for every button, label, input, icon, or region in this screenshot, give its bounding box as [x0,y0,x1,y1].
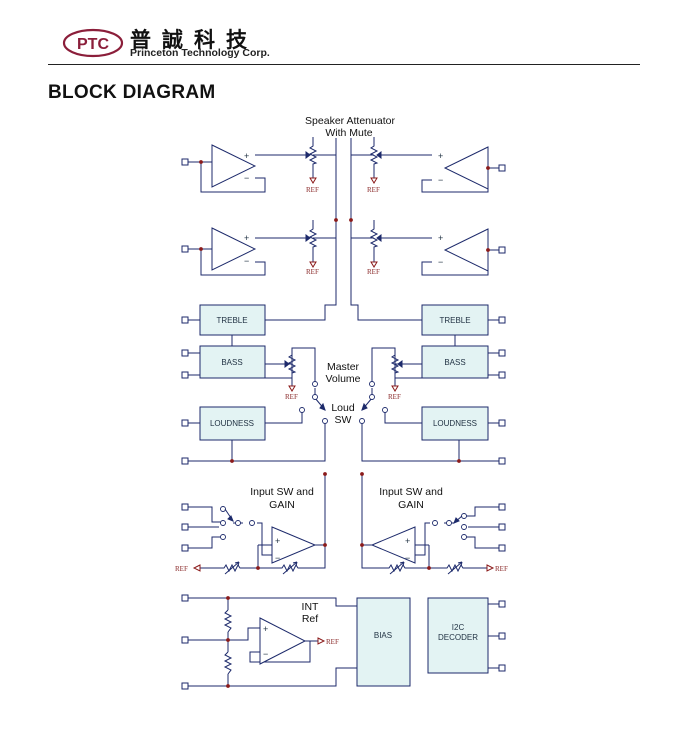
svg-text:REF: REF [495,565,508,573]
opamp-left-lower [211,227,257,271]
svg-text:+: + [263,624,268,634]
svg-text:LOUDNESS: LOUDNESS [433,419,477,428]
treble-block-right [421,304,489,336]
master-volume-label: Master [327,361,360,373]
header-rule [48,64,640,65]
i2c-decoder-block [427,597,489,674]
opamp-left-upper [211,144,257,188]
opamp-right-lower [443,228,489,272]
svg-text:REF: REF [367,186,380,194]
svg-text:Volume: Volume [325,373,360,385]
svg-text:−: − [275,553,280,563]
ref-arrow [370,261,378,268]
svg-text:REF: REF [367,268,380,276]
gain-resistor-right-1 [384,561,410,575]
svg-text:REF: REF [326,638,339,646]
svg-text:−: − [438,257,443,267]
svg-text:GAIN: GAIN [398,499,424,511]
ref-arrow [309,177,317,184]
gain-resistor-left-1 [219,561,245,575]
svg-text:With Mute: With Mute [325,127,372,139]
svg-text:LOUDNESS: LOUDNESS [210,419,254,428]
gain-resistor-left-2 [277,561,303,575]
opamp-input-left [271,526,317,564]
input-sw-gain-right-label: Input SW and [379,486,443,498]
svg-text:+: + [244,233,249,243]
svg-text:REF: REF [306,186,319,194]
opamp-int-ref [259,617,307,665]
ref-arrow [309,261,317,268]
ref-arrow [288,385,296,392]
svg-text:−: − [244,173,249,183]
bass-block-left [199,345,266,379]
pot-right-upper [370,140,378,170]
svg-text:TREBLE: TREBLE [216,316,247,325]
ref-arrow [391,385,399,392]
svg-text:REF: REF [175,565,188,573]
svg-text:+: + [438,151,443,161]
logo-text: PTC [77,36,109,53]
company-name-cn: 普誠科技 [130,27,258,52]
ptc-logo: PTC [62,28,124,58]
svg-text:−: − [405,553,410,563]
svg-text:TREBLE: TREBLE [439,316,470,325]
opamp-input-right [370,526,416,564]
pot-master-left [288,349,296,379]
svg-text:−: − [244,256,249,266]
svg-text:−: − [263,649,268,659]
svg-text:+: + [405,536,410,546]
int-ref-label: INT [302,601,320,613]
loud-sw-label: Loud [331,402,355,414]
svg-text:+: + [438,233,443,243]
svg-text:+: + [275,536,280,546]
page-title: BLOCK DIAGRAM [48,82,216,103]
svg-text:SW: SW [335,414,352,426]
svg-text:BASS: BASS [444,358,465,367]
svg-text:I2C: I2C [452,623,465,632]
pot-right-lower [370,223,378,253]
svg-text:BASS: BASS [221,358,242,367]
svg-text:Ref: Ref [302,613,318,625]
loudness-block-left [199,406,266,441]
opamp-right-upper [443,146,489,190]
company-name-en: Princeton Technology Corp. [130,47,270,59]
treble-block-left [199,304,266,336]
int-ref-resistor-lower [223,651,233,675]
svg-text:REF: REF [285,393,298,401]
svg-text:BIAS: BIAS [374,631,392,640]
svg-text:REF: REF [388,393,401,401]
svg-text:REF: REF [306,268,319,276]
svg-text:−: − [438,175,443,185]
gain-resistor-right-2 [442,561,468,575]
loudness-block-right [421,406,489,441]
input-sw-gain-left-label: Input SW and [250,486,314,498]
bias-block [356,597,411,687]
bass-block-right [421,345,489,379]
speaker-attenuator-label: Speaker Attenuator [305,115,395,127]
ref-arrow [370,177,378,184]
int-ref-resistor-upper [223,609,233,633]
svg-text:+: + [244,151,249,161]
svg-text:DECODER: DECODER [438,633,478,642]
svg-text:GAIN: GAIN [269,499,295,511]
